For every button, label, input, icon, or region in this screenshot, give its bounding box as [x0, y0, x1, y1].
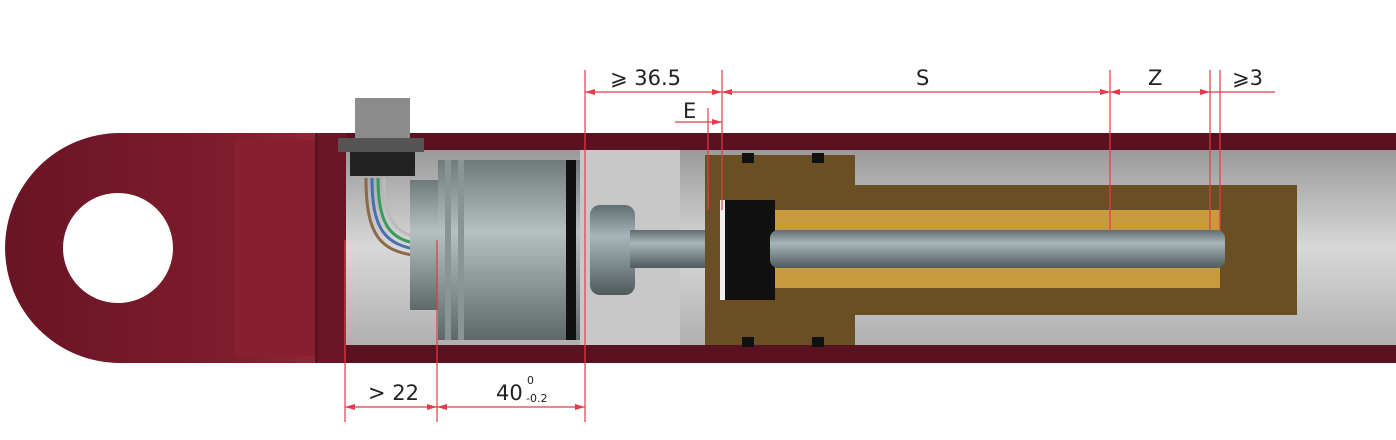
dim-tol-upper: 0 — [527, 374, 534, 387]
clevis-eye — [5, 133, 318, 363]
dim-tol-lower: -0.2 — [526, 392, 547, 405]
dim-40: 40 — [496, 381, 523, 405]
dim-e: E — [683, 99, 696, 123]
dimension-arrows — [345, 89, 1210, 410]
dim-min-36-5: ⩾ 36.5 — [610, 66, 681, 90]
dim-s: S — [916, 66, 929, 90]
dimension-lines — [344, 70, 1275, 422]
dim-z: Z — [1148, 66, 1162, 90]
sensor-body — [410, 150, 725, 345]
dim-min-3: ⩾3 — [1232, 66, 1263, 90]
dim-greater-22: > 22 — [368, 381, 419, 405]
connector — [338, 98, 424, 258]
mounting-hole — [63, 193, 173, 303]
